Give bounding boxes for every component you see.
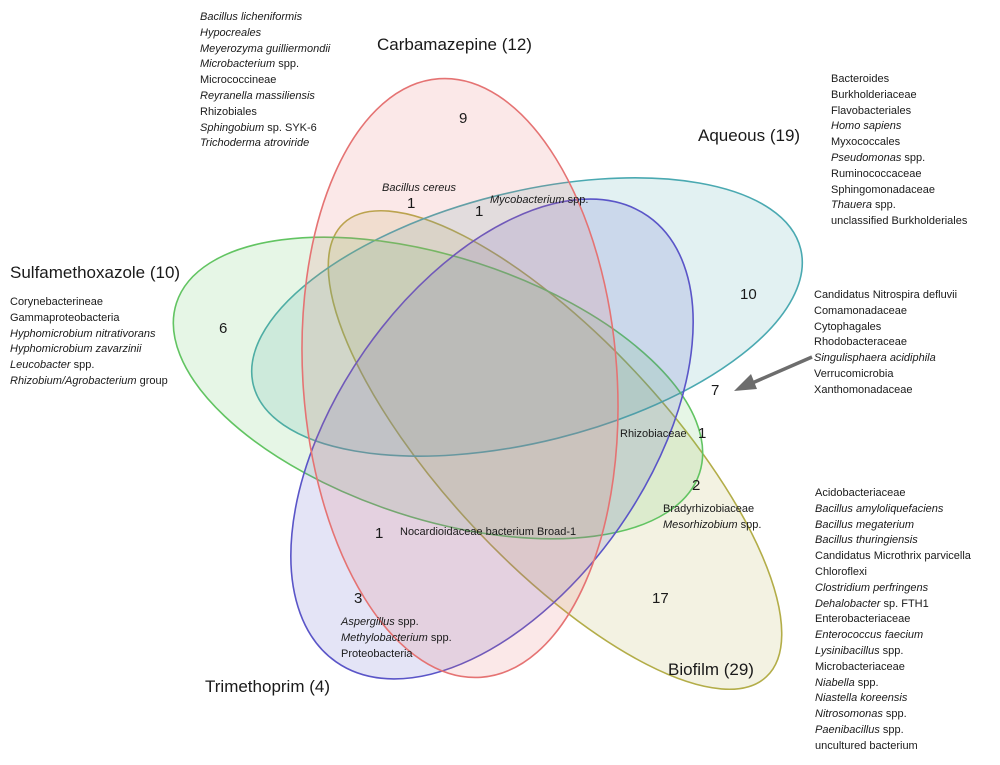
taxon-item: Candidatus Microthrix parvicella xyxy=(815,550,971,563)
taxon-item: Hyphomicrobium nitrativorans xyxy=(10,327,156,340)
ellipse-aqueous xyxy=(250,177,804,457)
taxon-item: Micrococcineae xyxy=(200,74,277,87)
count-aqueous-only: 10 xyxy=(740,286,757,303)
taxon-item: Aspergillus spp. xyxy=(341,616,419,628)
taxon-item: Singulisphaera acidiphila xyxy=(814,352,936,365)
taxon-item: Homo sapiens xyxy=(831,120,902,133)
ellipse-biofilm xyxy=(327,209,783,691)
taxon-item: Thauera spp. xyxy=(831,199,896,212)
trimethoprim-title: Trimethoprim (4) xyxy=(205,677,330,696)
count-nocardioidaceae-region: 1 xyxy=(375,525,384,542)
taxon-item: unclassified Burkholderiales xyxy=(831,215,968,228)
count-rhizobiaceae-region: 1 xyxy=(698,425,707,442)
taxon-item: Hyphomicrobium zavarzinii xyxy=(10,343,142,356)
taxon-item: Pseudomonas spp. xyxy=(831,151,926,164)
taxon-item: Bacillus megaterium xyxy=(815,518,915,531)
count-aqueous-biofilm-region: 7 xyxy=(711,382,720,399)
taxon-item: Sphingomonadaceae xyxy=(831,183,935,196)
taxon-item: Proteobacteria xyxy=(341,647,413,660)
taxon-item: Bacillus amyloliquefaciens xyxy=(815,502,944,515)
taxon-item: Microbacterium spp. xyxy=(200,58,300,71)
label-mycobacterium: Mycobacterium spp. xyxy=(490,194,589,206)
taxon-item: Enterobacteriaceae xyxy=(815,613,911,626)
taxon-item: Rhizobiales xyxy=(200,105,257,118)
taxon-item: Verrucomicrobia xyxy=(814,367,894,380)
ellipse-trimethoprim xyxy=(290,198,694,680)
taxon-item: Leucobacter spp. xyxy=(10,359,95,372)
taxon-item: Enterococcus faecium xyxy=(815,629,924,642)
count-sulfamethoxazole-only: 6 xyxy=(219,320,228,337)
biofilm-title: Biofilm (29) xyxy=(668,660,754,679)
count-biofilm-only: 17 xyxy=(652,590,669,607)
taxon-item: Clostridium perfringens xyxy=(815,581,929,594)
taxon-item: Burkholderiaceae xyxy=(831,88,917,101)
taxon-item: Ruminococcaceae xyxy=(831,167,922,180)
taxon-item: Bacteroides xyxy=(831,73,890,85)
ellipse-sulfamethoxazole xyxy=(172,236,704,540)
label-nocardioidaceae: Nocardioidaceae bacterium Broad-1 xyxy=(400,526,577,538)
count-bradyrhizobiaceae-region: 2 xyxy=(692,477,701,494)
label-bacillus-cereus: Bacillus cereus xyxy=(382,182,456,194)
taxon-item: Rhodobacteraceae xyxy=(814,336,907,349)
taxon-item: Cytophagales xyxy=(814,320,882,333)
count-trimethoprim-only: 3 xyxy=(354,590,363,607)
taxon-item: Hypocreales xyxy=(200,26,262,39)
trimethoprim-taxa-list: Aspergillus spp. Methylobacterium spp. Pro… xyxy=(341,615,452,662)
taxon-item: Candidatus Nitrospira defluvii xyxy=(814,289,958,301)
taxon-item: uncultured bacterium xyxy=(815,739,918,752)
taxon-item: Gammaproteobacteria xyxy=(10,311,120,324)
ellipse-carbamazepine xyxy=(301,77,619,679)
taxon-item: Nitrosomonas spp. xyxy=(815,708,907,721)
taxon-item: Trichoderma atroviride xyxy=(200,137,310,150)
taxon-item: Corynebacterineae xyxy=(10,296,103,308)
taxon-item: Microbacteriaceae xyxy=(815,660,905,673)
taxon-item: Chloroflexi xyxy=(815,565,867,578)
taxon-item: Bacillus thuringiensis xyxy=(815,534,918,547)
taxon-item: Sphingobium sp. SYK-6 xyxy=(200,121,317,134)
arrow-icon xyxy=(734,355,813,391)
aqueous-title: Aqueous (19) xyxy=(698,126,801,145)
taxon-item: Dehalobacter sp. FTH1 xyxy=(815,597,929,610)
count-carbamazepine-only: 9 xyxy=(459,110,468,127)
taxon-item: Meyerozyma guilliermondii xyxy=(200,42,331,55)
taxon-item: Methylobacterium spp. xyxy=(341,631,452,644)
taxon-item: Bacillus licheniformis xyxy=(200,11,303,23)
taxon-item: Xanthomonadaceae xyxy=(814,383,913,396)
taxon-item: Comamonadaceae xyxy=(814,304,907,317)
label-rhizobiaceae: Rhizobiaceae xyxy=(620,428,687,440)
taxon-item: Niastella koreensis xyxy=(815,692,908,705)
taxon-item: Acidobacteriaceae xyxy=(815,487,906,499)
taxon-item: Mesorhizobium spp. xyxy=(663,518,762,531)
carbamazepine-title: Carbamazepine (12) xyxy=(377,35,532,54)
count-bacillus-cereus-region: 1 xyxy=(407,195,416,212)
count-mycobacterium-region: 1 xyxy=(475,203,484,220)
taxon-item: Myxococcales xyxy=(831,136,901,149)
taxon-item: Rhizobium/Agrobacterium group xyxy=(10,374,168,387)
taxon-item: Bradyrhizobiaceae xyxy=(663,503,755,515)
taxon-item: Lysinibacillus spp. xyxy=(815,644,904,657)
taxon-item: Niabella spp. xyxy=(815,676,879,689)
sulfamethoxazole-title: Sulfamethoxazole (10) xyxy=(10,263,181,282)
taxon-item: Reyranella massiliensis xyxy=(200,89,315,102)
taxon-item: Flavobacteriales xyxy=(831,104,912,117)
taxon-item: Paenibacillus spp. xyxy=(815,723,904,736)
